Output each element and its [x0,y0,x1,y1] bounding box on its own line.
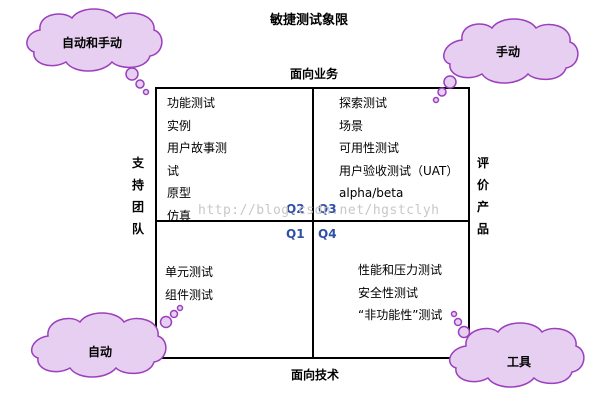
q4-item: “非功能性”测试 [358,308,443,322]
q3-item: 探索测试 [339,96,388,110]
cloud-label-bottom-left: 自动 [88,345,113,359]
q2-item: 试 [167,163,180,178]
q4-items: 性能和压力测试 安全性测试 “非功能性”测试 [358,259,442,327]
q2-item: 实例 [167,118,192,133]
q2-item: 用户故事测 [167,141,228,155]
cloud-top-left [26,8,163,96]
diagram-title: 敏捷测试象限 [270,13,349,28]
q2-item: 功能测试 [167,96,216,110]
q1-item: 单元测试 [165,265,214,279]
watermark: http://blog.csdn.net/hgstclyh [198,203,440,218]
q3-items: 探索测试 场景 可用性测试 用户验收测试（UAT） alpha/beta [339,92,458,205]
q4-item: 安全性测试 [358,285,419,300]
q3-item: alpha/beta [339,186,404,200]
right-axis-label: 评价产品 [476,156,489,236]
q2-items: 功能测试 实例 用户故事测 试 原型 仿真 [167,92,227,227]
q4-item: 性能和压力测试 [358,263,443,277]
cloud-label-bottom-right: 工具 [507,355,532,369]
q1-items: 单元测试 组件测试 [165,261,213,306]
q3-item: 用户验收测试（UAT） [339,163,459,178]
q2-item: 原型 [167,186,192,200]
cloud-top-right [432,18,579,104]
quadrant-label-q1: Q1 [286,227,305,241]
cloud-bottom-left [30,304,184,378]
quadrant-label-q3: Q3 [318,202,337,216]
q3-item: 场景 [339,118,364,133]
quadrant-label-q2: Q2 [286,202,305,216]
q3-item: 可用性测试 [339,141,400,155]
q2-item: 仿真 [167,208,192,223]
cloud-label-top-right: 手动 [496,45,521,59]
quadrant-label-q4: Q4 [318,227,337,241]
q1-item: 组件测试 [165,287,214,302]
bottom-axis-label: 面向技术 [291,368,340,382]
cloud-label-top-left: 自动和手动 [62,36,123,50]
cloud-bottom-right [448,310,585,388]
left-axis-label: 支持团队 [131,156,144,236]
top-axis-label: 面向业务 [290,67,339,81]
